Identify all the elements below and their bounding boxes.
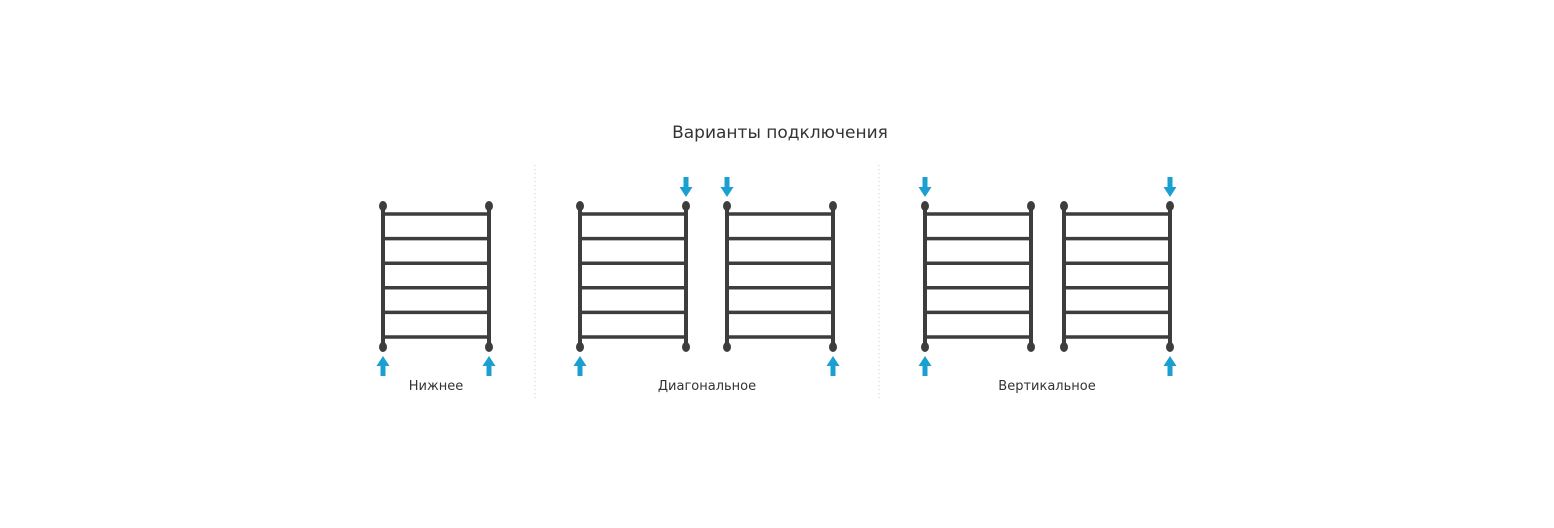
radiator-cap (1060, 201, 1068, 211)
arrow-up-icon (826, 356, 840, 376)
radiator-cap (1027, 201, 1035, 211)
radiator-cap (379, 201, 387, 211)
arrow-up-icon (573, 356, 587, 376)
arrow-down-icon (1163, 177, 1177, 197)
radiator-cap (921, 201, 929, 211)
radiator-cap (1166, 201, 1174, 211)
radiator-cap (576, 201, 584, 211)
radiator-cap (723, 342, 731, 352)
radiator-cap (1166, 342, 1174, 352)
label-diagonal-connection: Диагональное (657, 379, 757, 394)
arrow-down-icon (918, 177, 932, 197)
radiator-cap (485, 201, 493, 211)
arrow-up-icon (376, 356, 390, 376)
radiator-cap (1060, 342, 1068, 352)
radiator-cap (829, 201, 837, 211)
radiator-cap (1027, 342, 1035, 352)
diagram-title: Варианты подключения (672, 123, 888, 143)
radiator-cap (829, 342, 837, 352)
radiator-cap (576, 342, 584, 352)
radiator-cap (485, 342, 493, 352)
label-bottom-connection: Нижнее (408, 379, 464, 394)
arrow-down-icon (720, 177, 734, 197)
radiator-cap (682, 201, 690, 211)
radiator-cap (682, 342, 690, 352)
arrow-up-icon (918, 356, 932, 376)
radiator-cap (921, 342, 929, 352)
arrow-down-icon (679, 177, 693, 197)
arrow-up-icon (482, 356, 496, 376)
radiator-cap (379, 342, 387, 352)
arrow-up-icon (1163, 356, 1177, 376)
label-vertical-connection: Вертикальное (998, 379, 1096, 394)
radiator-cap (723, 201, 731, 211)
